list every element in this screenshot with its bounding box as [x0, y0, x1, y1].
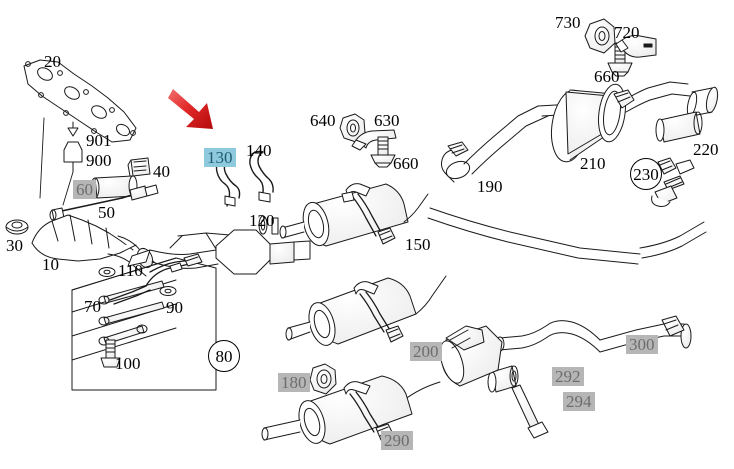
callout-210[interactable]: 210 — [580, 154, 606, 173]
callout-40[interactable]: 40 — [153, 162, 170, 181]
part-resonator-center — [379, 325, 503, 419]
part-gasket-20 — [23, 59, 137, 143]
part-bolt-100 — [100, 339, 121, 368]
callout-290[interactable]: 290 — [381, 431, 413, 450]
part-muffler-150 — [279, 183, 429, 247]
callout-90[interactable]: 90 — [166, 298, 183, 317]
detail-box-80 — [71, 253, 217, 391]
callout-120[interactable]: 120 — [249, 211, 275, 230]
front-pipe-assembly — [127, 215, 311, 275]
callout-150[interactable]: 150 — [405, 235, 431, 254]
part-oxygen-sensor-50 — [49, 184, 159, 221]
part-grommet-180 — [309, 363, 337, 395]
callout-660-upper[interactable]: 660 — [594, 67, 620, 86]
part-hanger-140 — [249, 150, 274, 203]
part-grommet-640 — [339, 113, 366, 143]
callout-720[interactable]: 720 — [614, 23, 640, 42]
callout-190[interactable]: 190 — [477, 177, 503, 196]
callout-630[interactable]: 630 — [374, 111, 400, 130]
part-rods-70 — [98, 280, 165, 346]
callout-10[interactable]: 10 — [42, 255, 59, 274]
part-230-hardware — [644, 157, 695, 207]
callout-180[interactable]: 180 — [278, 373, 310, 392]
callout-230[interactable]: 230 — [630, 158, 662, 190]
callout-60[interactable]: 60 — [73, 180, 96, 199]
mid-pipe-210-section — [463, 81, 719, 175]
callout-100[interactable]: 100 — [115, 354, 141, 373]
pipe-to-200 — [285, 207, 707, 346]
part-nut-30 — [5, 219, 29, 235]
part-rear-pipe-300 — [495, 315, 692, 353]
part-bolt-660-lower — [370, 136, 396, 168]
callout-110[interactable]: 110 — [118, 261, 143, 280]
part-bracket-630 — [351, 129, 397, 151]
callout-220[interactable]: 220 — [693, 140, 719, 159]
part-60 — [90, 175, 138, 199]
part-bolt-294 — [511, 384, 549, 439]
callout-140[interactable]: 140 — [246, 141, 272, 160]
part-clip-40 — [127, 157, 151, 177]
part-900 — [63, 141, 83, 173]
part-muffler-290 — [261, 375, 413, 445]
part-grommet-730 — [584, 18, 616, 54]
callout-901[interactable]: 901 — [86, 131, 112, 150]
part-manifold-10 — [31, 214, 155, 277]
callout-200[interactable]: 200 — [410, 342, 442, 361]
part-flange-190 — [441, 141, 471, 183]
part-tailpipe-220 — [655, 111, 703, 143]
callout-640[interactable]: 640 — [310, 111, 336, 130]
callout-300[interactable]: 300 — [626, 335, 658, 354]
red-pointer-arrow — [168, 89, 213, 129]
callout-730[interactable]: 730 — [555, 13, 581, 32]
callout-294[interactable]: 294 — [563, 392, 595, 411]
callout-20[interactable]: 20 — [44, 52, 61, 71]
callout-660-lower[interactable]: 660 — [393, 154, 419, 173]
callout-900[interactable]: 900 — [86, 151, 112, 170]
part-heat-shield-bracket — [109, 253, 203, 305]
part-bracket-720 — [615, 35, 657, 58]
callout-50[interactable]: 50 — [98, 203, 115, 222]
callout-70[interactable]: 70 — [84, 297, 101, 316]
callout-30[interactable]: 30 — [6, 236, 23, 255]
part-901 — [67, 121, 79, 137]
callout-80[interactable]: 80 — [208, 340, 240, 372]
callout-130[interactable]: 130 — [204, 148, 236, 167]
callout-292[interactable]: 292 — [552, 367, 584, 386]
